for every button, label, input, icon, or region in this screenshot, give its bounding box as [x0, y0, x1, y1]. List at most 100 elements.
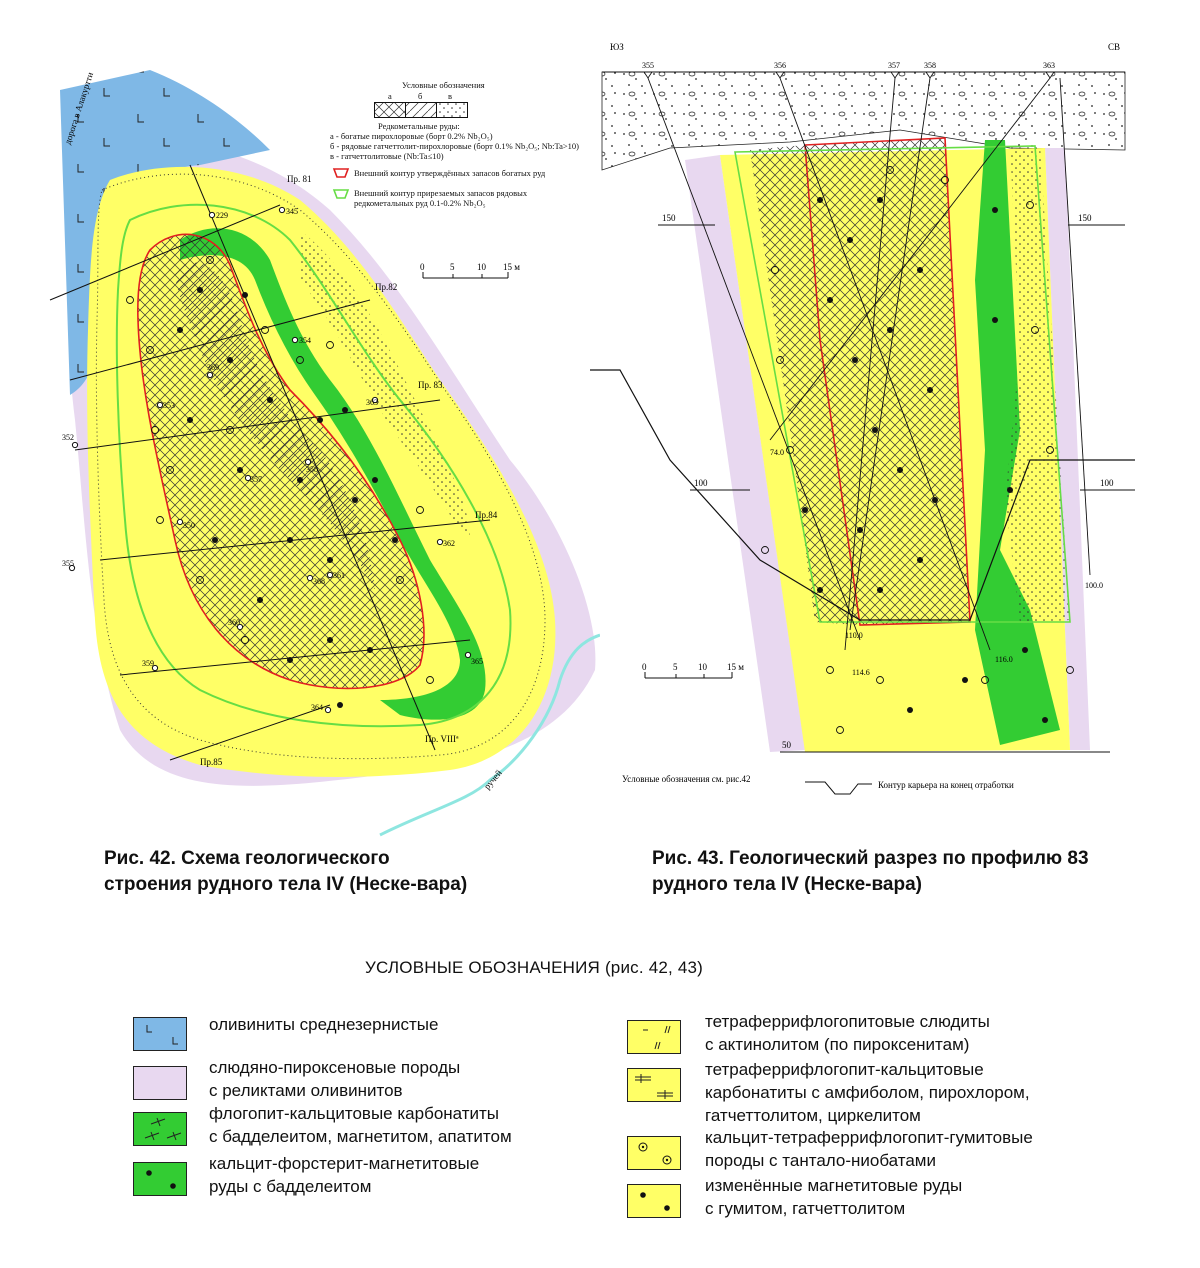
green-contour: [115, 203, 512, 728]
ore-dots: [177, 287, 398, 708]
well-markers: [68, 206, 472, 714]
legend-swatch-altered-magnetite: [627, 1184, 681, 1218]
legend-text-pyroxene-2: с реликтами оливинитов: [209, 1081, 403, 1100]
map-scale-bar: [422, 272, 509, 279]
svg-text:0: 0: [420, 262, 425, 272]
inset-red-contour: Внешний контур утверждённых запасов бога…: [354, 168, 546, 178]
level-labels: 150 150 100 100 50: [662, 213, 1114, 750]
svg-text:50: 50: [782, 740, 792, 750]
profile-label-84: Пр.84: [475, 510, 498, 520]
inset-ore-c: в - гатчеттолитовые (Nb:Ta≤10): [330, 151, 444, 161]
svg-text:358: 358: [924, 61, 936, 70]
boreholes: [647, 77, 1091, 651]
svg-text:150: 150: [662, 213, 676, 223]
svg-text:0: 0: [642, 662, 647, 672]
olivinite-zone: [60, 70, 270, 395]
svg-text:353: 353: [163, 401, 175, 410]
inset-green-contour-2: редкометальных руд 0.1-0.2% Nb₂O₅: [354, 198, 486, 208]
profile-lines: [49, 164, 491, 761]
fig43-caption-line1: Рис. 43. Геологический разрез по профилю…: [652, 848, 1089, 869]
legend-text-carbonatite-1: флогопит-кальцитовые карбонатиты: [209, 1104, 500, 1123]
section-pyroxene-right: [1045, 148, 1090, 750]
inset-legend-letter-b: б: [418, 91, 423, 101]
svg-text:74.0: 74.0: [770, 448, 784, 457]
red-contour-swatch: [332, 168, 350, 178]
legend-swatch-humite: [627, 1136, 681, 1170]
pit-contour: [590, 369, 1135, 621]
inset-ore-b: б - рядовые гатчеттолит-пирохлоровые (бо…: [330, 141, 580, 151]
legend-swatch-pyroxene: [133, 1066, 187, 1100]
section-scale-bar: [644, 672, 733, 679]
svg-text:369: 369: [207, 363, 219, 372]
svg-text:357: 357: [888, 61, 900, 70]
inset-legend-letter-a: а: [388, 91, 392, 101]
svg-text:368: 368: [313, 577, 325, 586]
geologic-map-svg: дорога в Алакуртти Пр. 81 Пр.82 Пр. 83 П…: [49, 70, 601, 837]
section-stipple: [1005, 145, 1070, 622]
legend-swatch-carbonatite: [133, 1112, 187, 1146]
profile-label-83: Пр. 83: [418, 380, 443, 390]
legend-text-slyudity-1: тетраферрифлогопитовые слюдиты: [705, 1012, 990, 1031]
section-ne-label: СВ: [1108, 42, 1120, 52]
svg-text:363: 363: [366, 398, 378, 407]
fig42-caption-line2: строения рудного тела IV (Неске-вара): [104, 874, 468, 895]
svg-text:100.0: 100.0: [1085, 581, 1103, 590]
svg-text:363: 363: [1043, 61, 1055, 70]
dotted-outline: [95, 173, 546, 760]
legend-text-humite-2: породы с тантало-ниобатами: [705, 1151, 936, 1170]
svg-text:345: 345: [286, 207, 298, 216]
legend-swatch-magnetite: [133, 1162, 187, 1196]
legend-text-tetra-carbonatite-2: карбонатиты с амфиболом, пирохлором,: [705, 1083, 1030, 1102]
inset-ore-a: а - богатые пирохлоровые (борт 0.2% Nb₂O…: [330, 131, 493, 141]
svg-text:362: 362: [443, 539, 455, 548]
svg-text:358: 358: [306, 465, 318, 474]
section-circle-dots: [761, 166, 1074, 734]
fig42-caption-line1: Рис. 42. Схема геологического: [104, 848, 390, 869]
inset-legend-swatches: [374, 102, 468, 118]
svg-text:354: 354: [299, 336, 311, 345]
legend-text-altered-magnetite-2: с гумитом, гатчеттолитом: [705, 1199, 906, 1218]
inset-legend-letter-c: в: [448, 91, 453, 101]
svg-text:352: 352: [62, 433, 74, 442]
svg-text:10: 10: [477, 262, 487, 272]
legend-text-tetra-carbonatite-3: гатчеттолитом, циркелитом: [705, 1106, 921, 1125]
moraine-cover: [601, 71, 1126, 171]
stream: [379, 633, 601, 837]
green-contour-swatch: [332, 189, 350, 199]
map-inset-legend: Условные обозначения а б в Редкометальны…: [330, 80, 590, 220]
fig42-caption: Рис. 42. Схема геологического строения р…: [104, 846, 564, 898]
legend-text-altered-magnetite-1: изменённые магнетитовые руды: [705, 1176, 963, 1195]
figure-43-section: 355 356 357 358 363 ЮЗ СВ 150 150 100 10…: [590, 30, 1200, 810]
svg-text:365: 365: [471, 657, 483, 666]
section-pyroxene-left: [685, 155, 805, 752]
profile-label-85: Пр.85: [200, 757, 223, 767]
section-sw-label: ЮЗ: [610, 42, 624, 52]
legend-swatch-slyudity: [627, 1020, 681, 1054]
inset-green-contour-1: Внешний контур прирезаемых запасов рядов…: [354, 188, 528, 198]
legend-text-humite-1: кальцит-тетраферрифлогопит-гумитовые: [705, 1128, 1033, 1147]
svg-text:150: 150: [1078, 213, 1092, 223]
profile-label-viii: Пр. VIIIª: [425, 734, 459, 744]
svg-text:10: 10: [698, 662, 708, 672]
svg-text:355: 355: [62, 559, 74, 568]
svg-text:229: 229: [216, 211, 228, 220]
section-ore-dots: [802, 197, 1048, 723]
legend-text-pyroxene-1: слюдяно-пироксеновые породы: [209, 1058, 461, 1077]
section-svg: 355 356 357 358 363 ЮЗ СВ 150 150 100 10…: [590, 42, 1135, 795]
section-green-contour: [734, 145, 1071, 623]
svg-text:359: 359: [142, 659, 154, 668]
legend-swatch-tetra-carbonatite: [627, 1068, 681, 1102]
svg-text:364: 364: [311, 703, 323, 712]
depth-labels: 74.0 110.0 114.6 116.0 100.0: [770, 448, 1103, 677]
ordinary-ore-zone: [175, 262, 375, 590]
svg-text:5: 5: [450, 262, 455, 272]
svg-text:15 м: 15 м: [727, 662, 744, 672]
svg-text:100: 100: [694, 478, 708, 488]
legend-title: УСЛОВНЫЕ ОБОЗНАЧЕНИЯ (рис. 42, 43): [365, 958, 704, 977]
fig43-caption: Рис. 43. Геологический разрез по профилю…: [652, 846, 1172, 898]
svg-text:110.0: 110.0: [845, 631, 863, 640]
svg-text:360: 360: [228, 618, 240, 627]
legend-text-magnetite-2: руды с бадделеитом: [209, 1177, 372, 1196]
svg-text:350: 350: [183, 521, 195, 530]
legend-text-olivinite: оливиниты среднезернистые: [209, 1015, 439, 1034]
